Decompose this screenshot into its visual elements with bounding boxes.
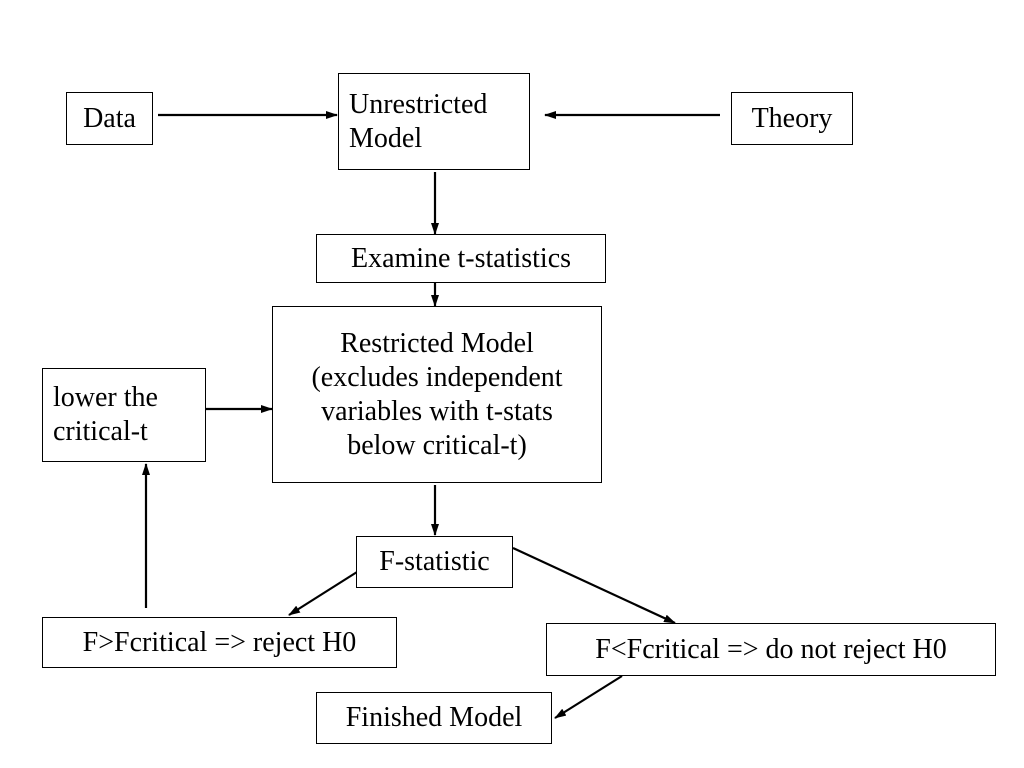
node-examine-t-statistics: Examine t-statistics xyxy=(316,234,606,283)
node-data: Data xyxy=(66,92,153,145)
node-theory-label: Theory xyxy=(751,102,833,134)
edge-fstat-to-reject xyxy=(288,571,358,616)
node-finished-label: Finished Model xyxy=(345,702,523,733)
node-unrestricted-line-1: Unrestricted xyxy=(349,88,488,120)
node-examine-label: Examine t-statistics xyxy=(350,242,572,274)
node-f-statistic: F-statistic xyxy=(356,536,513,588)
node-lower-line-1: lower the xyxy=(53,382,158,413)
edge-fstat-to-notreject xyxy=(512,547,676,624)
node-fstat-label: F-statistic xyxy=(379,546,490,577)
node-restricted-line-2: (excludes independent xyxy=(311,361,563,393)
node-finished-model: Finished Model xyxy=(316,692,552,744)
node-unrestricted-line-2: Model xyxy=(349,122,423,154)
node-restricted-model: Restricted Model (excludes independent v… xyxy=(272,306,602,483)
node-do-not-reject-h0: F<Fcritical => do not reject H0 xyxy=(546,623,996,676)
node-reject-h0: F>Fcritical => reject H0 xyxy=(42,617,397,668)
node-notreject-label: F<Fcritical => do not reject H0 xyxy=(595,633,947,665)
edge-notreject-to-finished xyxy=(554,675,623,719)
node-unrestricted-model: Unrestricted Model xyxy=(338,73,530,170)
node-data-label: Data xyxy=(83,102,136,134)
node-restricted-line-4: below critical-t) xyxy=(347,429,527,461)
node-restricted-line-3: variables with t-stats xyxy=(321,395,553,427)
node-lower-critical-t: lower the critical-t xyxy=(42,368,206,462)
node-lower-line-2: critical-t xyxy=(53,416,148,447)
node-restricted-line-1: Restricted Model xyxy=(340,327,534,359)
node-theory: Theory xyxy=(731,92,853,145)
node-reject-label: F>Fcritical => reject H0 xyxy=(82,626,357,658)
